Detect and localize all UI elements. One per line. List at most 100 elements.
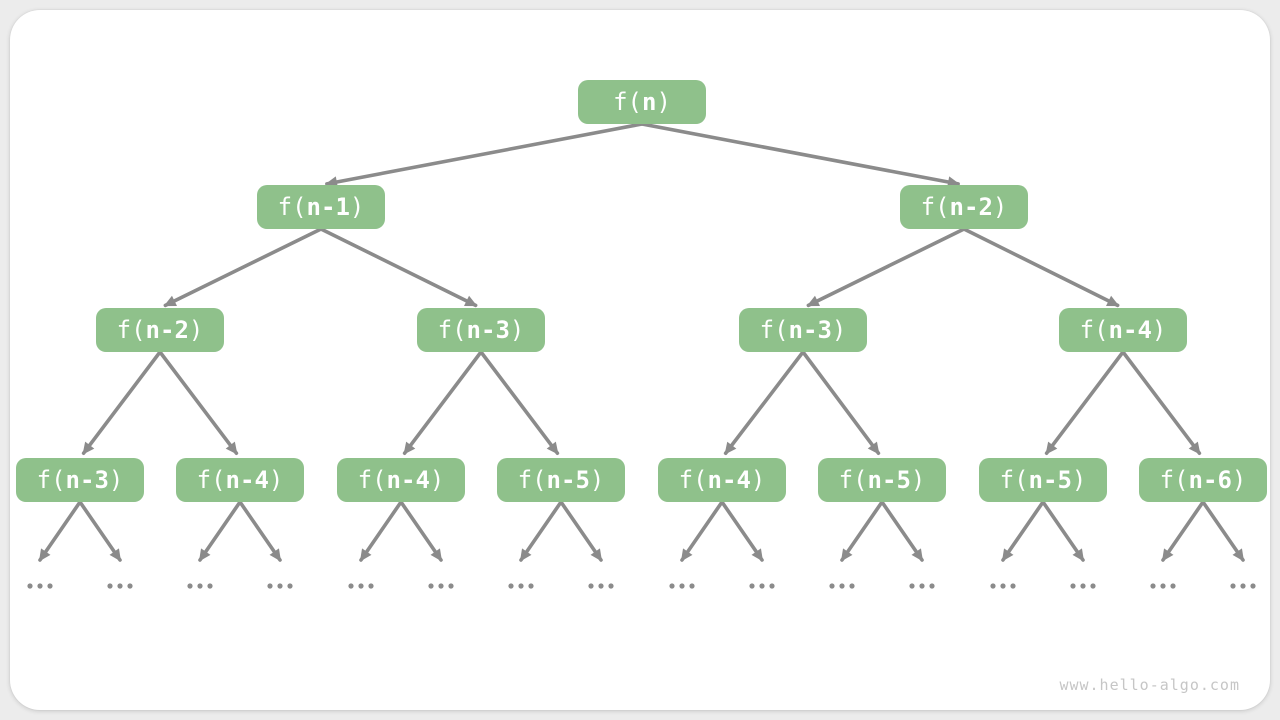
node-label-bold: n-3 <box>466 316 510 344</box>
node-label-post: ) <box>910 466 926 494</box>
tree-edge-arrow <box>479 350 560 456</box>
node-label-post: ) <box>1231 466 1247 494</box>
ellipsis-dot <box>1000 583 1006 589</box>
tree-node: f(n) <box>578 80 706 124</box>
ellipsis-dot <box>47 583 53 589</box>
ellipsis-dot <box>267 583 273 589</box>
tree-node: f(n-3) <box>739 308 867 352</box>
node-label-pre: f( <box>517 466 547 494</box>
ellipsis-dot <box>197 583 203 589</box>
ellipsis-dot <box>127 583 133 589</box>
tree-edge-arrow <box>325 122 644 188</box>
tree-node: f(n-5) <box>818 458 946 502</box>
node-label-post: ) <box>349 193 365 221</box>
ellipsis-dot <box>187 583 193 589</box>
node-label-post: ) <box>589 466 605 494</box>
node-label-post: ) <box>509 316 525 344</box>
tree-edge-arrow <box>1041 500 1085 562</box>
node-label-pre: f( <box>36 466 66 494</box>
tree-edge-arrow <box>806 227 966 308</box>
node-label-bold: n-3 <box>788 316 832 344</box>
tree-node: f(n-3) <box>16 458 144 502</box>
tree-node: f(n-2) <box>900 185 1028 229</box>
tree-edge-arrow <box>81 350 162 456</box>
ellipsis-dot <box>358 583 364 589</box>
node-label-bold: n-5 <box>867 466 911 494</box>
tree-edge-arrow <box>238 500 282 562</box>
ellipsis-dot <box>438 583 444 589</box>
tree-edge-arrow <box>402 350 483 456</box>
ellipsis <box>1070 583 1096 589</box>
tree-node: f(n-2) <box>96 308 224 352</box>
ellipsis-dot <box>117 583 123 589</box>
tree-edge-arrow <box>1121 350 1202 456</box>
tree-edge-arrow <box>880 500 924 562</box>
diagram-card <box>10 10 1270 710</box>
node-label-post: ) <box>831 316 847 344</box>
ellipsis-dot <box>107 583 113 589</box>
ellipsis-dot <box>448 583 454 589</box>
ellipsis-dot <box>909 583 915 589</box>
node-label-pre: f( <box>1079 316 1109 344</box>
node-label-post: ) <box>1151 316 1167 344</box>
tree-edge-arrow <box>399 500 443 562</box>
node-label-pre: f( <box>678 466 708 494</box>
node-label-pre: f( <box>999 466 1029 494</box>
tree-edge-arrow <box>801 350 881 455</box>
ellipsis-dot <box>207 583 213 589</box>
ellipsis-dot <box>428 583 434 589</box>
ellipsis-dot <box>1170 583 1176 589</box>
node-label-bold: n-4 <box>1108 316 1152 344</box>
ellipsis-dot <box>689 583 695 589</box>
node-label-pre: f( <box>437 316 467 344</box>
ellipsis-dot <box>749 583 755 589</box>
node-label-bold: n-5 <box>546 466 590 494</box>
ellipsis <box>909 583 935 589</box>
ellipsis-dot <box>919 583 925 589</box>
node-label-bold: n-2 <box>145 316 189 344</box>
ellipsis <box>187 583 213 589</box>
node-label-post: ) <box>108 466 124 494</box>
ellipsis <box>588 583 614 589</box>
node-label-bold: n-4 <box>386 466 430 494</box>
node-label-pre: f( <box>759 316 789 344</box>
ellipsis-dots <box>27 583 1256 589</box>
ellipsis-dot <box>990 583 996 589</box>
ellipsis <box>107 583 133 589</box>
node-label-pre: f( <box>357 466 387 494</box>
node-label-post: ) <box>1071 466 1087 494</box>
tree-node: f(n-1) <box>257 185 385 229</box>
ellipsis-dot <box>588 583 594 589</box>
node-label-bold: n-3 <box>65 466 109 494</box>
tree-edge-arrow <box>680 500 724 562</box>
ellipsis-dot <box>1080 583 1086 589</box>
node-label-bold: n-6 <box>1188 466 1232 494</box>
node-label-pre: f( <box>838 466 868 494</box>
tree-edge-arrow <box>158 350 239 456</box>
ellipsis <box>428 583 454 589</box>
tree-edge-arrow <box>163 227 323 308</box>
ellipsis-dot <box>759 583 765 589</box>
watermark: www.hello-algo.com <box>1059 676 1240 694</box>
ellipsis-dot <box>1240 583 1246 589</box>
edge-lines <box>38 122 1245 562</box>
tree-node: f(n-4) <box>1059 308 1187 352</box>
ellipsis-dot <box>1250 583 1256 589</box>
node-label-post: ) <box>750 466 766 494</box>
ellipsis-dot <box>849 583 855 589</box>
ellipsis <box>1150 583 1176 589</box>
tree-edge-arrow <box>38 500 82 562</box>
ellipsis <box>508 583 534 589</box>
ellipsis-dot <box>528 583 534 589</box>
tree-node: f(n-4) <box>337 458 465 502</box>
ellipsis-dot <box>1230 583 1236 589</box>
node-label-pre: f( <box>1159 466 1189 494</box>
tree-node: f(n-3) <box>417 308 545 352</box>
ellipsis-dot <box>277 583 283 589</box>
ellipsis <box>267 583 293 589</box>
ellipsis <box>1230 583 1256 589</box>
ellipsis-dot <box>608 583 614 589</box>
ellipsis-dot <box>598 583 604 589</box>
ellipsis-dot <box>829 583 835 589</box>
